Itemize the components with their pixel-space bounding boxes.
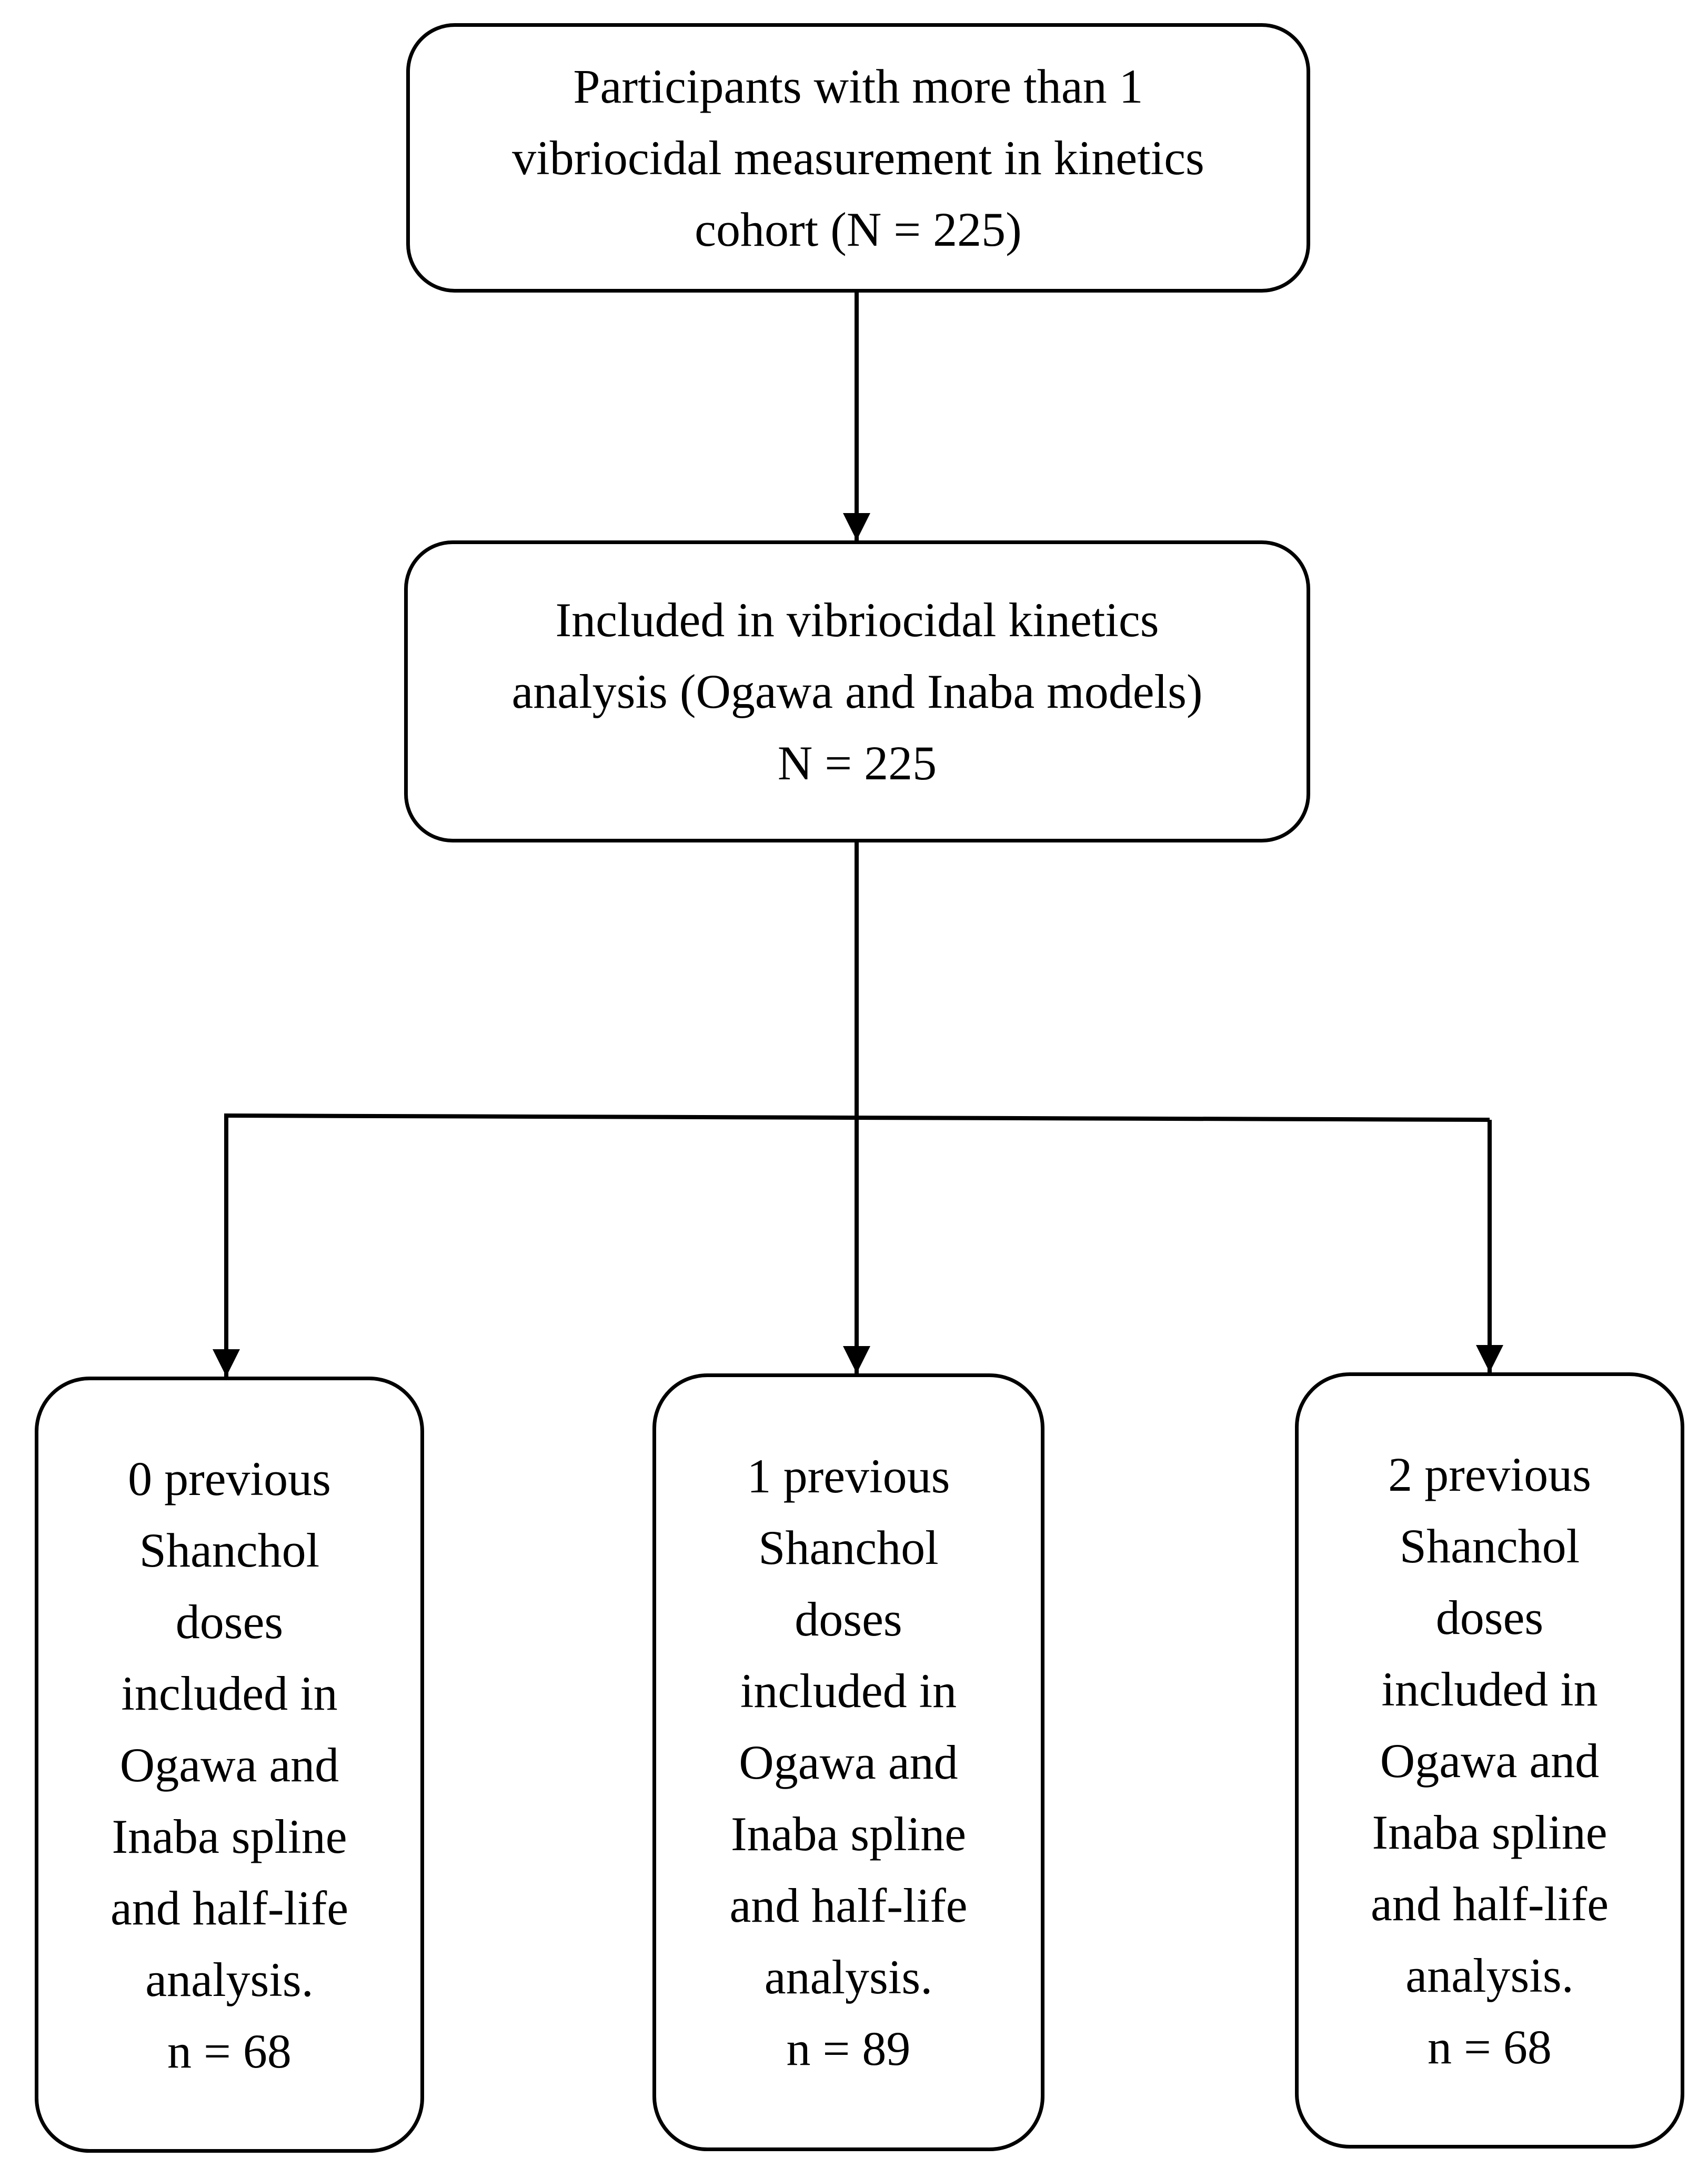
dose-2-line-7: and half-life: [1370, 1876, 1609, 1931]
participants-line-3: cohort (N = 225): [695, 203, 1022, 256]
dose-0-line-1: 0 previous: [128, 1451, 331, 1505]
dose-0-line-2: Shanchol: [139, 1523, 320, 1577]
dose-0-line-4: included in: [121, 1666, 338, 1720]
dose-0-line-5: Ogawa and: [119, 1738, 339, 1792]
dose-2-box: 2 previous Shanchol doses included in Og…: [1295, 1372, 1684, 2149]
dose-0-box: 0 previous Shanchol doses included in Og…: [35, 1377, 424, 2153]
dose-0-line-8: analysis.: [145, 1952, 314, 2006]
dose-1-line-5: Ogawa and: [739, 1735, 958, 1789]
participants-line-2: vibriocidal measurement in kinetics: [512, 131, 1204, 185]
dose-0-line-7: and half-life: [110, 1881, 349, 1935]
dose-0-line-3: doses: [175, 1594, 284, 1649]
dose-1-line-1: 1 previous: [747, 1449, 950, 1503]
dose-1-line-8: analysis.: [764, 1950, 933, 2004]
dose-1-box: 1 previous Shanchol doses included in Og…: [652, 1373, 1044, 2151]
dose-2-line-8: analysis.: [1405, 1948, 1574, 2002]
dose-1-line-6: Inaba spline: [730, 1807, 967, 1861]
dose-2-line-2: Shanchol: [1399, 1519, 1580, 1573]
dose-1-line-7: and half-life: [729, 1879, 968, 1932]
dose-1-count: n = 89: [786, 2022, 911, 2075]
dose-2-line-6: Inaba spline: [1372, 1805, 1607, 1859]
dose-2-count: n = 68: [1428, 2020, 1552, 2074]
dose-1-line-2: Shanchol: [758, 1521, 939, 1574]
dose-0-line-6: Inaba spline: [112, 1809, 347, 1863]
dose-1-line-3: doses: [795, 1592, 902, 1646]
included-line-3: N = 225: [777, 736, 937, 790]
included-line-1: Included in vibriocidal kinetics: [555, 593, 1159, 647]
participants-box: Participants with more than 1 vibriocida…: [406, 23, 1310, 293]
participants-line-1: Participants with more than 1: [573, 59, 1143, 113]
dose-1-line-4: included in: [740, 1664, 957, 1718]
dose-2-line-3: doses: [1435, 1590, 1544, 1644]
included-line-2: analysis (Ogawa and Inaba models): [511, 665, 1203, 718]
dose-2-line-4: included in: [1381, 1662, 1598, 1716]
dose-2-line-5: Ogawa and: [1380, 1733, 1600, 1788]
included-box: Included in vibriocidal kinetics analysi…: [404, 540, 1310, 842]
dose-2-line-1: 2 previous: [1388, 1447, 1591, 1501]
dose-0-count: n = 68: [167, 2024, 292, 2078]
